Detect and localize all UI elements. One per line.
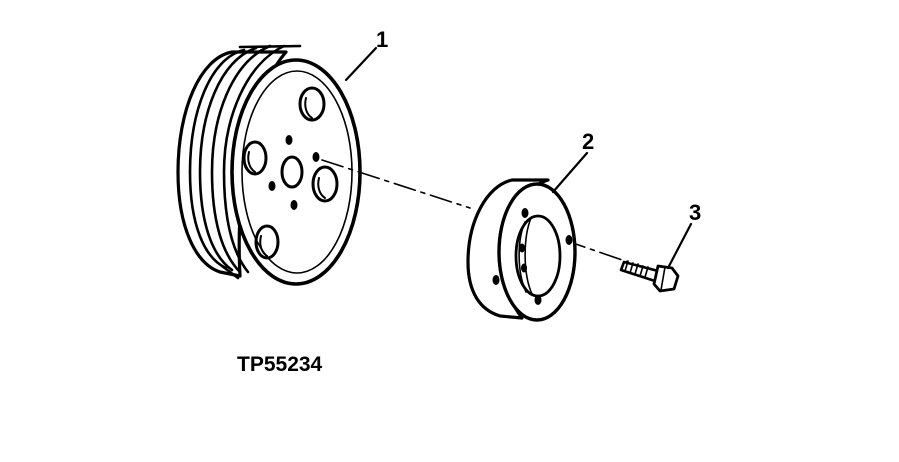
leader-line-2 (551, 151, 589, 194)
callout-label-2: 2 (582, 129, 594, 154)
pulley-part-1 (176, 44, 362, 286)
pulley-small-holes (268, 135, 320, 210)
hub-bore-threads (518, 217, 533, 295)
leader-line-1 (344, 46, 378, 82)
pulley-grooves (188, 44, 302, 280)
callout-label-1: 1 (376, 27, 388, 52)
figure-code: TP55234 (237, 353, 323, 376)
cap-screw-part-3 (619, 260, 680, 293)
leader-line-3 (666, 222, 693, 270)
pulley-large-holes (242, 86, 339, 260)
hub-bolt-holes (492, 208, 573, 305)
cap-screw-head (652, 264, 680, 293)
leader-lines (344, 46, 693, 270)
pulley-center-hub (280, 155, 304, 189)
hub-front-face (497, 182, 577, 322)
cap-screw-threads (624, 260, 649, 278)
hub-part-2 (466, 178, 577, 322)
pulley-face-inner-rim (241, 70, 353, 274)
callout-label-3: 3 (689, 200, 701, 225)
